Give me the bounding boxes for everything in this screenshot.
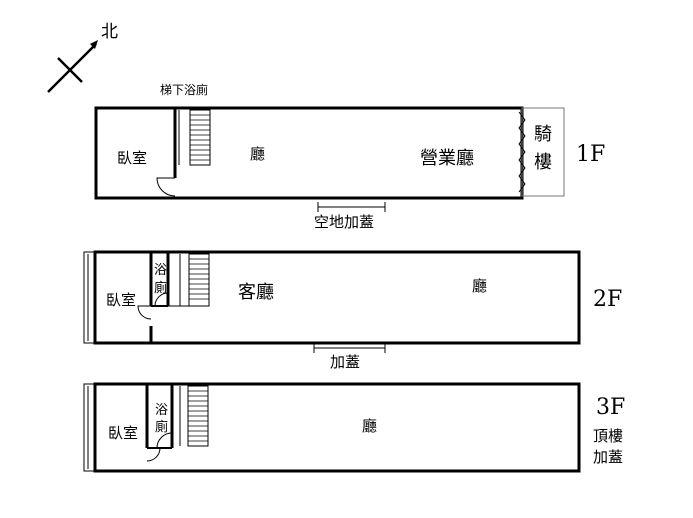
arcade-label-top: 騎 xyxy=(534,124,552,145)
north-label: 北 xyxy=(101,22,118,42)
annotation-dimension-2f xyxy=(313,343,386,353)
compass: 北 xyxy=(47,22,118,93)
bedroom-label: 臥室 xyxy=(117,149,147,167)
annotation-label-2f: 加蓋 xyxy=(330,353,360,371)
addition-label-3f: 加蓋 xyxy=(593,448,623,466)
door-swing xyxy=(154,292,169,307)
annotation-dimension-1f xyxy=(317,202,386,212)
living-room-label: 客廳 xyxy=(238,282,274,303)
compass-arrow-line xyxy=(47,43,97,93)
hall-label: 廳 xyxy=(362,417,377,435)
door-swing xyxy=(156,432,173,449)
door-swing xyxy=(137,305,152,320)
stair-bath-label: 梯下浴廁 xyxy=(160,82,208,97)
balcony-outline xyxy=(83,383,96,472)
door-swing xyxy=(146,447,161,462)
arcade-zigzag xyxy=(518,111,526,193)
bath-label-bottom: 廁 xyxy=(154,280,167,296)
floor-3f: 臥室 浴 廁 廳 3F 頂樓 加蓋 xyxy=(83,382,625,473)
floor-1f: 梯下浴廁 臥室 廳 營業廳 騎 樓 1F 空地加蓋 xyxy=(94,82,605,231)
floor-1f-label: 1F xyxy=(576,142,605,167)
business-hall-label: 營業廳 xyxy=(420,148,474,169)
bedroom-label: 臥室 xyxy=(108,424,138,442)
bedroom-label: 臥室 xyxy=(106,291,136,309)
stair-outline xyxy=(188,253,210,307)
north-arrow-icon xyxy=(90,40,98,49)
arcade-label-bottom: 樓 xyxy=(534,152,552,173)
balcony-outline xyxy=(83,251,96,344)
arcade-outline xyxy=(521,107,565,197)
bath-label-top: 浴 xyxy=(154,263,167,278)
bath-label-top: 浴 xyxy=(155,403,168,418)
hall-label: 廳 xyxy=(472,277,487,295)
floor-2f-label: 2F xyxy=(593,287,622,312)
bath-label-bottom: 廁 xyxy=(155,419,168,435)
rooftop-label: 頂樓 xyxy=(593,427,623,445)
floor-3f-label: 3F xyxy=(596,395,625,420)
annotation-label-1f: 空地加蓋 xyxy=(314,213,374,231)
floor-2f: 臥室 浴 廁 客廳 廳 2F 加蓋 xyxy=(83,250,622,371)
door-swing xyxy=(156,177,176,197)
hall-label: 廳 xyxy=(250,145,265,163)
stair-outline xyxy=(189,109,211,166)
